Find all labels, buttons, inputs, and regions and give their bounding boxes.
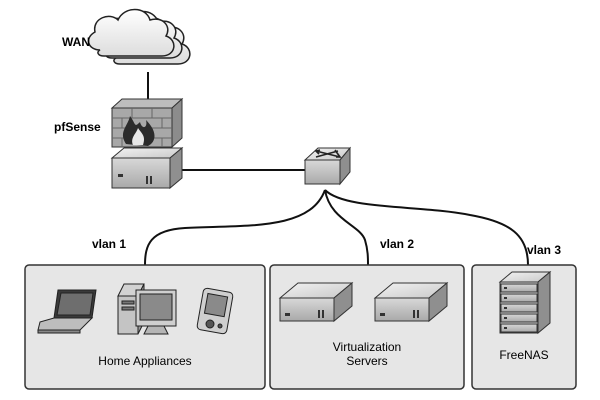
home-appliances-label: Home Appliances xyxy=(98,354,192,368)
virtualization-label-line2: Servers xyxy=(346,354,388,368)
switch-icon xyxy=(303,146,352,186)
router-box-icon xyxy=(110,146,184,190)
cloud-icon xyxy=(87,8,191,65)
server-box-icon xyxy=(278,281,354,323)
vlan1-link xyxy=(144,189,326,266)
server-box-icon xyxy=(373,281,449,323)
virtualization-label-line1: Virtualization xyxy=(332,340,402,354)
pfsense-label: pfSense xyxy=(54,120,101,134)
desktop-pc-icon xyxy=(117,283,177,335)
vlan1-label: vlan 1 xyxy=(92,237,127,251)
pda-icon xyxy=(196,287,234,335)
vlan2-label: vlan 2 xyxy=(380,237,415,251)
wan-label: WAN xyxy=(62,35,90,49)
vlan2-link xyxy=(324,189,369,266)
connection-lines xyxy=(144,72,529,266)
vlan3-link xyxy=(324,189,529,266)
vlan3-label: vlan 3 xyxy=(527,243,562,257)
rack-server-icon xyxy=(498,270,552,335)
freenas-label: FreeNAS xyxy=(499,348,549,362)
laptop-icon xyxy=(37,289,97,334)
firewall-icon xyxy=(110,97,184,149)
